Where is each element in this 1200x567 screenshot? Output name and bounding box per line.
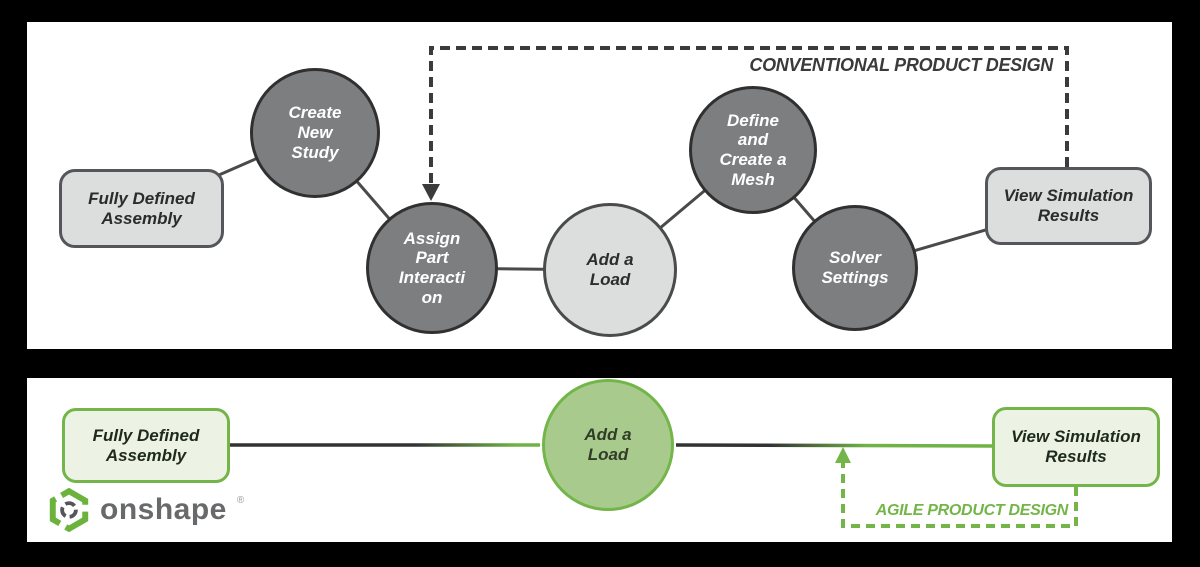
node-fully-defined-assembly-bottom: Fully Defined Assembly xyxy=(62,408,230,483)
node-create-new-study: Create New Study xyxy=(250,68,380,198)
node-label: Create New Study xyxy=(288,103,342,162)
node-view-simulation-results-bottom: View Simulation Results xyxy=(992,407,1160,487)
node-fully-defined-assembly-top: Fully Defined Assembly xyxy=(59,169,224,248)
onshape-logo: onshape ® xyxy=(47,488,245,532)
node-label: View Simulation Results xyxy=(1011,427,1141,466)
node-assign-part-interaction: Assign Part Interacti on xyxy=(366,202,498,334)
node-label: Assign Part Interacti on xyxy=(398,228,466,307)
node-label: Fully Defined Assembly xyxy=(92,425,200,465)
node-label: Define and Create a Mesh xyxy=(719,110,787,189)
conventional-arrowhead-icon xyxy=(422,184,440,201)
node-label: View Simulation Results xyxy=(1003,186,1134,225)
node-add-a-load-bottom: Add a Load xyxy=(542,379,674,511)
agile-panel: Fully Defined Assembly Add a Load View S… xyxy=(27,378,1172,542)
node-add-a-load-top: Add a Load xyxy=(543,203,677,337)
node-label: Add a Load xyxy=(584,425,632,464)
registered-trademark-symbol: ® xyxy=(236,494,245,506)
node-label: Add a Load xyxy=(586,250,634,289)
agile-product-design-label: AGILE PRODUCT DESIGN xyxy=(875,502,1069,519)
node-solver-settings: Solver Settings xyxy=(792,205,918,331)
agile-arrowhead-icon xyxy=(835,447,851,463)
node-define-and-create-mesh: Define and Create a Mesh xyxy=(689,86,817,214)
conventional-product-design-label: CONVENTIONAL PRODUCT DESIGN xyxy=(749,55,1053,75)
conventional-panel: Fully Defined Assembly Create New Study … xyxy=(27,22,1172,349)
node-view-simulation-results-top: View Simulation Results xyxy=(985,167,1152,245)
node-label: Fully Defined Assembly xyxy=(88,188,195,228)
onshape-logo-icon xyxy=(49,488,89,532)
onshape-wordmark: onshape xyxy=(100,493,227,526)
node-label: Solver Settings xyxy=(821,248,889,287)
